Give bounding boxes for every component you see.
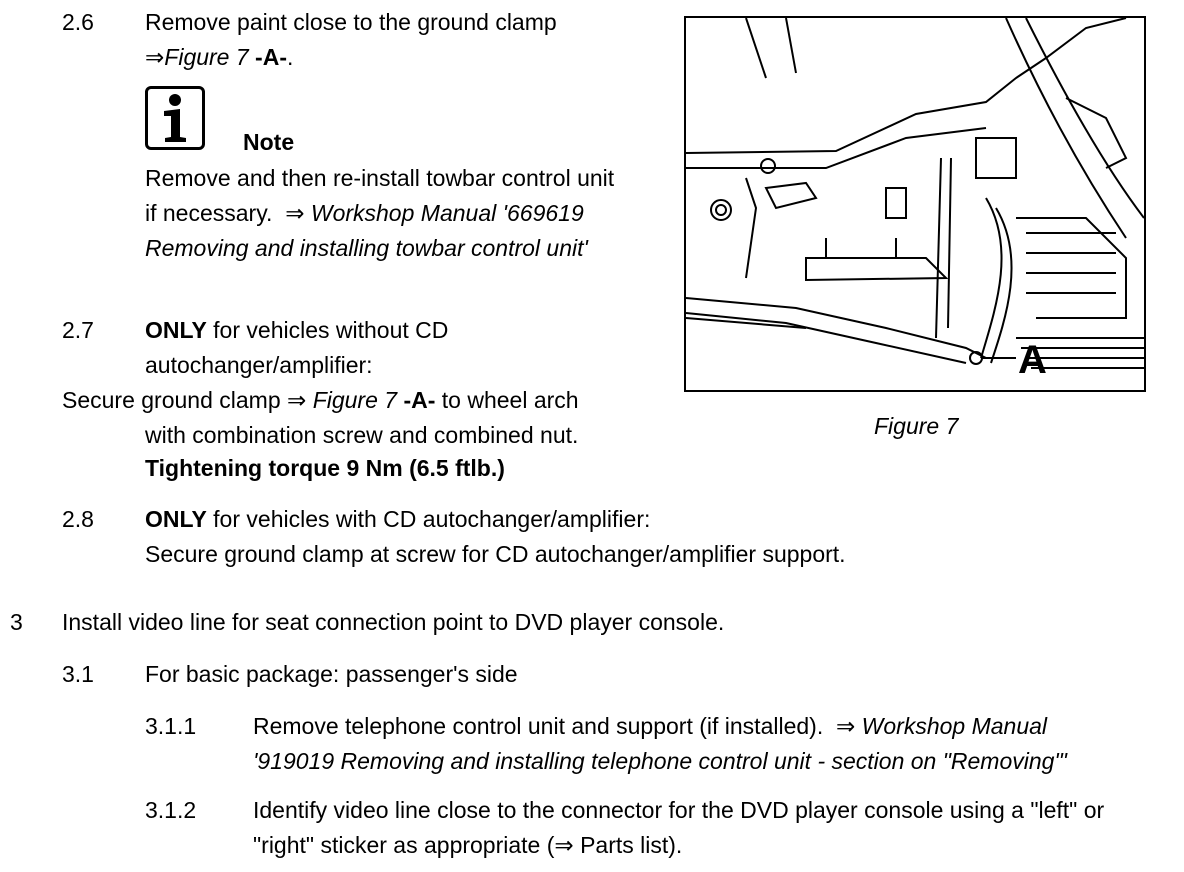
step-text: "right" sticker as appropriate (⇒ Parts … xyxy=(253,832,683,858)
step-text: Remove telephone control unit and suppor… xyxy=(253,713,1048,739)
step-text: Install video line for seat connection p… xyxy=(62,609,725,635)
step-text: with combination screw and combined nut. xyxy=(145,422,579,448)
info-icon xyxy=(145,86,205,150)
step-text: Secure ground clamp at screw for CD auto… xyxy=(145,541,846,567)
step-number: 3 xyxy=(10,609,23,635)
arrow-icon: ⇒ xyxy=(287,387,307,413)
manual-link[interactable]: Removing and installing towbar control u… xyxy=(145,235,588,261)
step-text: ONLY for vehicles with CD autochanger/am… xyxy=(145,506,651,532)
figure-reference: ⇒Figure 7 -A-. xyxy=(145,44,294,70)
step-text: Identify video line close to the connect… xyxy=(253,797,1105,823)
arrow-icon: ⇒ xyxy=(554,832,574,858)
manual-link[interactable]: '919019 Removing and installing telephon… xyxy=(253,748,1067,774)
step-text: autochanger/amplifier: xyxy=(145,352,373,378)
step-text: Secure ground clamp ⇒ Figure 7 -A- to wh… xyxy=(62,387,579,413)
step-number: 2.6 xyxy=(62,9,94,35)
figure-7-image: A xyxy=(684,16,1146,392)
step-text: For basic package: passenger's side xyxy=(145,661,518,687)
arrow-icon: ⇒ xyxy=(836,713,856,739)
figure-caption: Figure 7 xyxy=(874,413,959,439)
note-text: if necessary. ⇒ Workshop Manual '669619 xyxy=(145,200,584,226)
step-text: ONLY for vehicles without CD xyxy=(145,317,449,343)
arrow-icon: ⇒ xyxy=(145,44,165,70)
torque-spec: Tightening torque 9 Nm (6.5 ftlb.) xyxy=(145,455,505,481)
manual-link[interactable]: Workshop Manual '669619 xyxy=(310,200,584,226)
marker: -A- xyxy=(255,44,287,70)
step-number: 2.7 xyxy=(62,317,94,343)
step-number: 3.1.2 xyxy=(145,797,197,823)
figure-link[interactable]: Figure 7 xyxy=(164,44,249,70)
figure-label: A xyxy=(1018,338,1047,382)
step-number: 2.8 xyxy=(62,506,94,532)
note-text: Remove and then re-install towbar contro… xyxy=(145,165,615,191)
marker: -A- xyxy=(403,387,436,413)
arrow-icon: ⇒ xyxy=(285,200,305,226)
step-number: 3.1.1 xyxy=(145,713,197,739)
figure-link[interactable]: Figure 7 xyxy=(312,387,398,413)
step-text: Remove paint close to the ground clamp xyxy=(145,9,557,35)
step-number: 3.1 xyxy=(62,661,94,687)
wheel-arch-illustration xyxy=(686,18,1144,369)
note-heading: Note xyxy=(243,129,295,155)
manual-link[interactable]: Workshop Manual xyxy=(861,713,1048,739)
